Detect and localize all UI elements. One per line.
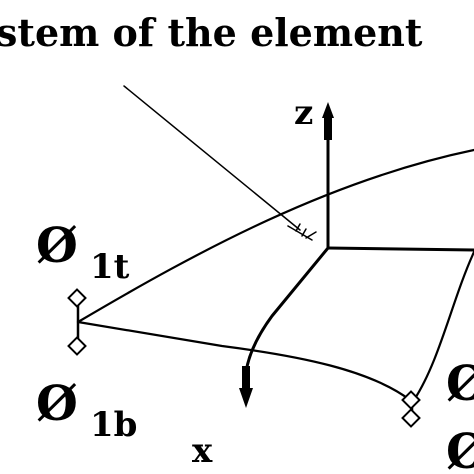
z-axis: [322, 102, 334, 250]
phi-right-top-label: Ø: [446, 356, 474, 412]
element-bottom-edge: [76, 320, 412, 402]
z-axis-label: z: [294, 93, 313, 133]
y-axis: [326, 246, 474, 252]
svg-text:1t: 1t: [90, 247, 130, 287]
left-node-stack: [67, 288, 87, 356]
element-right-edge: [412, 250, 474, 402]
phi-right-bottom-label: Ø: [446, 424, 474, 474]
leader-line: [123, 85, 301, 231]
x-axis: [239, 246, 330, 408]
svg-text:Ø: Ø: [36, 376, 78, 432]
diagram-title: stem of the element: [0, 10, 423, 55]
x-axis-label: x: [192, 431, 213, 471]
right-node-stack: [401, 390, 421, 428]
phi-lt-label: Ø 1t: [36, 218, 130, 287]
svg-text:1b: 1b: [90, 405, 137, 445]
svg-text:Ø: Ø: [36, 218, 78, 274]
pointer-glyph: [287, 223, 317, 241]
phi-lb-label: Ø 1b: [36, 376, 137, 445]
element-top-edge: [76, 148, 474, 324]
